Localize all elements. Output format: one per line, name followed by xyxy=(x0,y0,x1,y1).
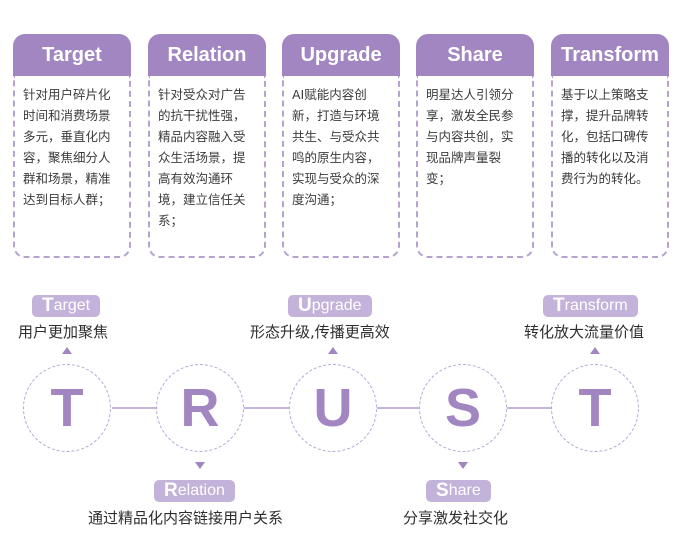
caption-share: 分享激发社交化 xyxy=(403,509,509,527)
circle-t-transform: T xyxy=(551,364,639,452)
label-initial: T xyxy=(42,295,54,316)
card-share: Share 明星达人引领分享，激发全民参与内容共创，实现品牌声量裂变； xyxy=(416,34,534,260)
arrow-up-icon xyxy=(62,347,72,354)
label-rest: hare xyxy=(448,482,481,499)
connector-line xyxy=(377,407,419,409)
connector-line xyxy=(507,407,551,409)
card-body xyxy=(551,76,669,258)
label-rest: pgrade xyxy=(311,297,362,314)
card-title: Relation xyxy=(148,34,266,76)
label-initial: R xyxy=(164,480,178,501)
card-title: Target xyxy=(13,34,131,76)
label-rest: ransform xyxy=(564,297,628,314)
caption-upgrade: 形态升级,传播更高效 xyxy=(250,323,390,341)
card-text: 针对用户碎片化时间和消费场景多元，垂直化内容，聚焦细分人群和场景，精准达到目标人… xyxy=(23,87,111,207)
label-rest: elation xyxy=(177,482,225,499)
card-transform: Transform 基于以上策略支撑，提升品牌转化，包括口碑传播的转化以及消费行… xyxy=(551,34,669,260)
card-title: Upgrade xyxy=(282,34,400,76)
card-relation: Relation 针对受众对广告的抗干扰性强，精品内容融入受众生活场景，提高有效… xyxy=(148,34,266,260)
card-body xyxy=(282,76,400,258)
arrow-down-icon xyxy=(195,462,205,469)
card-body xyxy=(13,76,131,258)
card-text: 明星达人引领分享，激发全民参与内容共创，实现品牌声量裂变； xyxy=(426,87,514,186)
caption-relation: 通过精品化内容链接用户关系 xyxy=(88,509,284,527)
label-initial: S xyxy=(436,480,449,501)
connector-line xyxy=(244,407,289,409)
circle-t: T xyxy=(23,364,111,452)
caption-target: 用户更加聚焦 xyxy=(18,323,109,341)
card-text: 针对受众对广告的抗干扰性强，精品内容融入受众生活场景，提高有效沟通环境，建立信任… xyxy=(158,87,246,228)
label-initial: T xyxy=(553,295,565,316)
card-body xyxy=(148,76,266,258)
card-text: 基于以上策略支撑，提升品牌转化，包括口碑传播的转化以及消费行为的转化。 xyxy=(561,87,649,186)
arrow-up-icon xyxy=(328,347,338,354)
arrow-up-icon xyxy=(590,347,600,354)
circle-s: S xyxy=(419,364,507,452)
connector-line xyxy=(112,407,157,409)
label-rest: arget xyxy=(53,297,91,314)
circle-u: U xyxy=(289,364,377,452)
card-title: Share xyxy=(416,34,534,76)
card-title: Transform xyxy=(551,34,669,76)
arrow-down-icon xyxy=(458,462,468,469)
card-body xyxy=(416,76,534,258)
card-target: Target 针对用户碎片化时间和消费场景多元，垂直化内容，聚焦细分人群和场景，… xyxy=(13,34,131,260)
caption-transform: 转化放大流量价值 xyxy=(524,323,645,341)
card-upgrade: Upgrade AI赋能内容创新，打造与环境共生、与受众共鸣的原生内容，实现与受… xyxy=(282,34,400,260)
card-text: AI赋能内容创新，打造与环境共生、与受众共鸣的原生内容，实现与受众的深度沟通； xyxy=(292,87,380,207)
label-initial: U xyxy=(298,295,312,316)
circle-r: R xyxy=(156,364,244,452)
